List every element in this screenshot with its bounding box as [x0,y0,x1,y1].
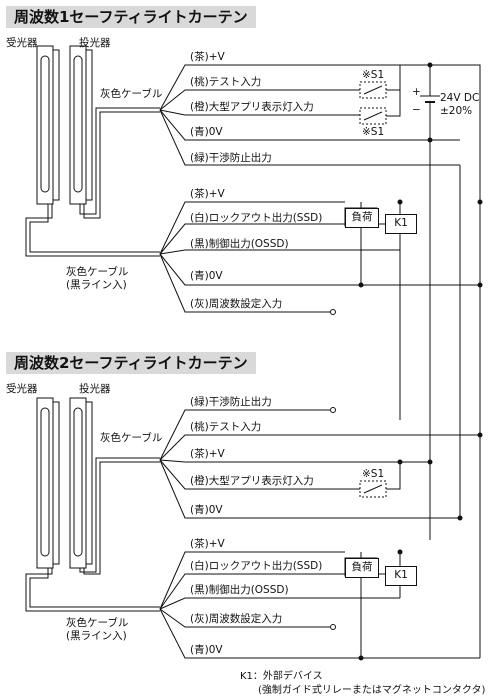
wire-label: (青)0V [190,126,223,138]
plus-label: + [412,86,421,98]
wire-label: (桃)テスト入力 [190,76,262,88]
gray-cable-label-2: 灰色ケーブル [100,432,163,444]
wire-label: (白)ロックアウト出力(SSD) [190,560,323,572]
receiver-label-1: 受光器 [6,37,38,49]
k1-box-2: K1 [385,566,417,586]
wire-label: (灰)周波数設定入力 [190,298,283,310]
emitter-2 [69,397,93,569]
gray-cable-black-line-label-2a: 灰色ケーブル [66,617,129,629]
wire-label: (灰)周波数設定入力 [190,613,283,625]
emitter-label-1: 投光器 [79,37,111,49]
footnote-line1: K1：外部デバイス [240,671,323,682]
load-box-2: 負荷 [345,558,379,578]
wire-label: (茶)+V [190,448,225,460]
wire-label: (茶)+V [190,188,225,200]
wire-label: (緑)干渉防止出力 [190,396,272,408]
gray-cable-black-line-label-1b: (黒ライン入) [66,279,127,291]
emitter-1 [69,45,93,205]
wire-label: (青)0V [190,644,223,656]
section1-title: 周波数1セーフティライトカーテン [6,6,256,28]
wire-label: (白)ロックアウト出力(SSD) [190,212,323,224]
k1-box-1: K1 [385,214,417,234]
section2-title: 周波数2セーフティライトカーテン [6,352,256,374]
footnote-line2: (強制ガイド式リレーまたはマグネットコンタクタ) [258,685,486,696]
receiver-2 [36,397,60,569]
wire-label: (橙)大型アプリ表示灯入力 [190,101,314,113]
wire-label: (橙)大型アプリ表示灯入力 [190,475,314,487]
wire-label: (黒)制御出力(OSSD) [190,238,289,250]
power-supply-label-2: ±20% [440,105,473,117]
power-supply-label-1: 24V DC [440,92,480,104]
receiver-label-2: 受光器 [6,383,38,395]
s1-label-2: ※S1 [362,468,385,480]
gray-cable-label-1: 灰色ケーブル [100,88,163,100]
wire-label: (緑)干渉防止出力 [190,152,272,164]
receiver-1 [36,45,60,205]
gray-cable-black-line-label-2b: (黒ライン入) [66,630,127,642]
wire-label: (茶)+V [190,51,225,63]
s1-label-top: ※S1 [362,69,385,81]
emitter-label-2: 投光器 [79,383,111,395]
wire-label: (青)0V [190,270,223,282]
s1-label-bottom: ※S1 [362,126,385,138]
wire-label: (桃)テスト入力 [190,421,262,433]
minus-label: − [412,104,421,116]
wire-label: (青)0V [190,504,223,516]
gray-cable-black-line-label-1a: 灰色ケーブル [66,266,129,278]
load-box-1: 負荷 [345,208,379,228]
wire-label: (黒)制御出力(OSSD) [190,584,289,596]
wire-label: (茶)+V [190,538,225,550]
